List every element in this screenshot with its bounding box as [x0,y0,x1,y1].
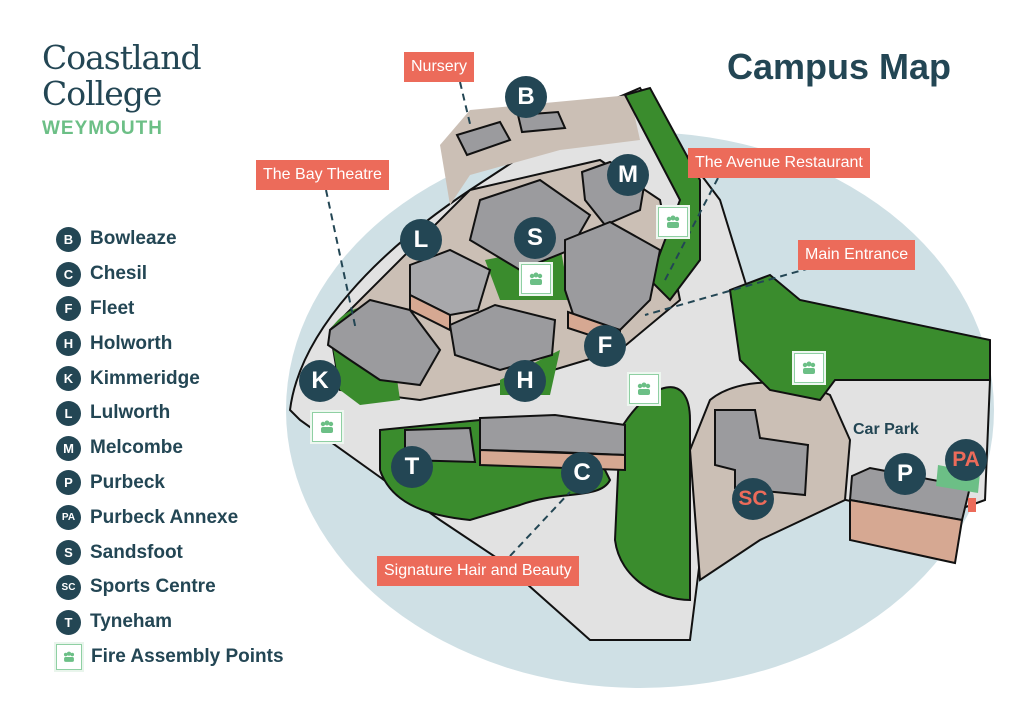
legend-badge: B [56,226,81,252]
legend-label: Bowleaze [90,228,177,250]
legend-label: Sandsfoot [90,541,183,563]
legend-label: Purbeck Annexe [90,506,239,528]
legend-item: L Lulworth [56,396,284,431]
legend-label: Fire Assembly Points [91,645,284,667]
legend-badge: M [56,435,81,461]
building-nursery [455,120,512,157]
legend-label: Holworth [90,332,173,354]
green-area [613,386,691,602]
label-nursery: Nursery [404,52,475,82]
legend-label: Melcombe [90,437,183,459]
legend-item: P Purbeck [56,466,284,501]
marker-lulworth[interactable]: L [400,219,442,261]
marker-purbeck-annexe[interactable]: PA [945,439,987,481]
legend-badge: H [56,331,81,357]
fire-assembly-point-icon [794,353,824,383]
leader-nursery [459,81,472,129]
legend-item: B Bowleaze [56,222,284,257]
legend-badge: L [56,400,81,426]
coastland-college-logo: Coastland College WEYMOUTH [42,38,202,140]
building-purbeck-annexe-door [968,498,976,512]
marker-chesil[interactable]: C [561,452,603,494]
marker-sandsfoot[interactable]: S [514,217,556,259]
legend-badge: K [56,366,81,392]
legend-item: C Chesil [56,257,284,292]
marker-holworth[interactable]: H [504,360,546,402]
legend-label: Purbeck [90,471,165,493]
legend-badge: C [56,261,81,287]
logo-line-3: WEYMOUTH [42,118,163,139]
marker-sports-centre[interactable]: SC [732,478,774,520]
logo-line-1: Coastland [42,38,202,77]
legend-item: H Holworth [56,326,284,361]
label-car-park: Car Park [853,421,919,438]
label-main-entrance: Main Entrance [798,240,916,270]
legend-badge: T [56,609,81,635]
legend-badge: F [56,296,81,322]
legend-label: Tyneham [90,611,173,633]
fire-assembly-point-icon [312,412,342,442]
marker-fleet[interactable]: F [584,325,626,367]
leader-avenue [663,177,719,283]
label-bay-theatre: The Bay Theatre [256,160,389,190]
logo-line-2: College [42,74,162,113]
legend-badge: SC [56,574,81,600]
legend-label: Chesil [90,263,148,285]
building-sports-centre [714,409,810,497]
marker-bowleaze[interactable]: B [505,76,547,118]
legend-badge: S [56,540,81,566]
fire-assembly-point-icon [56,643,82,670]
legend-label: Kimmeridge [90,367,200,389]
fire-assembly-point-icon [521,264,551,294]
legend-item: Fire Assembly Points [56,640,284,675]
leader-signature [509,491,571,557]
legend-item: F Fleet [56,292,284,327]
building-fleet [564,220,662,332]
legend-item: T Tyneham [56,605,284,640]
legend-item: K Kimmeridge [56,361,284,396]
legend-item: S Sandsfoot [56,535,284,570]
legend-item: SC Sports Centre [56,570,284,605]
leader-lines [325,81,811,557]
page-title: Campus Map [727,46,952,87]
marker-purbeck[interactable]: P [884,453,926,495]
leader-main-entrance [644,267,811,316]
legend-label: Sports Centre [90,576,216,598]
marker-kimmeridge[interactable]: K [299,360,341,402]
legend-badge: P [56,470,81,496]
legend-badge: PA [56,505,81,531]
label-avenue-restaurant: The Avenue Restaurant [688,148,870,178]
building-purbeck-wall [849,498,964,565]
building-bay-theatre [326,298,442,387]
marker-tyneham[interactable]: T [391,446,433,488]
building-holworth [448,303,557,372]
fire-assembly-point-icon [658,207,688,237]
legend-label: Fleet [90,297,135,319]
legend-item: PA Purbeck Annexe [56,500,284,535]
building-chesil [479,413,626,457]
marker-melcombe[interactable]: M [607,154,649,196]
legend-label: Lulworth [90,402,171,424]
fire-assembly-point-icon [629,374,659,404]
label-signature-hair-beauty: Signature Hair and Beauty [377,556,579,586]
nursery-ground [440,95,640,205]
legend-item: M Melcombe [56,431,284,466]
